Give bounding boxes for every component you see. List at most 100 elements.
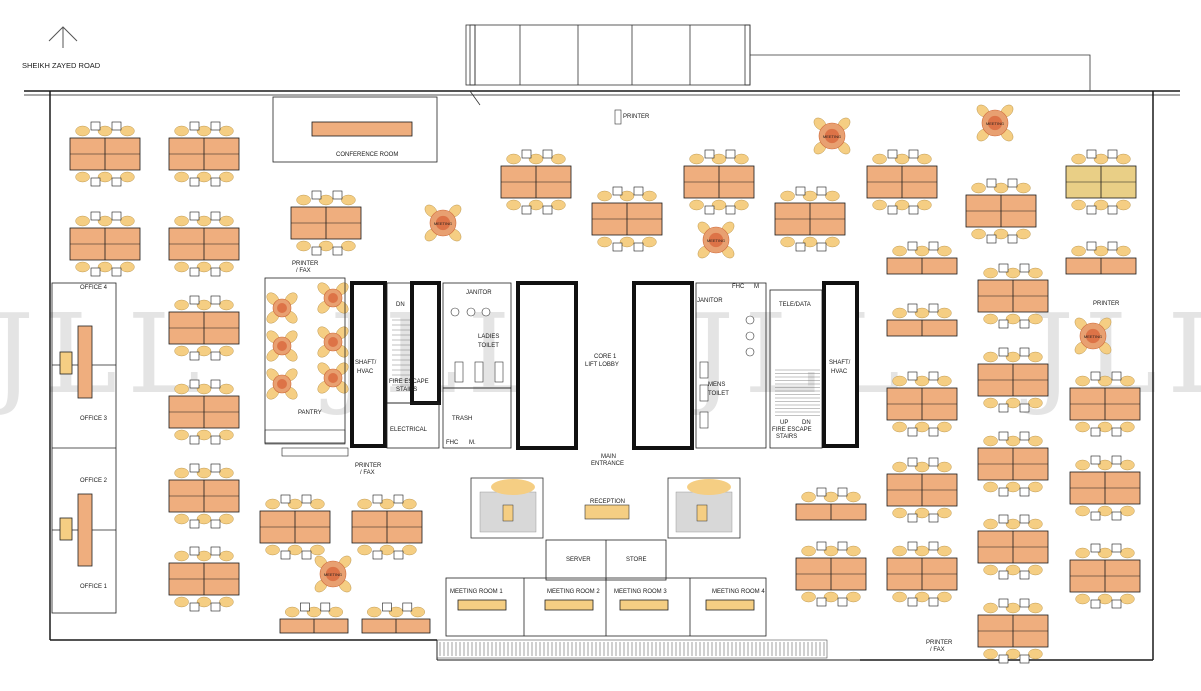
office-4-label: OFFICE 4 bbox=[80, 285, 108, 291]
monitor-box bbox=[332, 190, 343, 200]
chair bbox=[892, 307, 907, 319]
chair bbox=[937, 375, 952, 387]
chair bbox=[219, 383, 234, 395]
workstation-cluster bbox=[1065, 149, 1137, 215]
monitor-box bbox=[725, 149, 736, 159]
chair bbox=[196, 261, 212, 273]
workstation-cluster bbox=[977, 431, 1049, 497]
chair bbox=[1028, 564, 1043, 576]
chair bbox=[296, 194, 311, 206]
pod-label: MEETING bbox=[823, 134, 841, 139]
printer-fax-bottom-label: PRINTER bbox=[926, 640, 953, 646]
conference-room-label: CONFERENCE ROOM bbox=[336, 152, 398, 158]
monitor-box bbox=[210, 435, 221, 445]
workstation-cluster bbox=[168, 121, 240, 187]
monitor-box bbox=[928, 597, 939, 607]
monitor-box bbox=[90, 211, 101, 221]
chair bbox=[597, 236, 612, 248]
mens-toilet-label: TOILET bbox=[708, 391, 729, 397]
server-store bbox=[545, 539, 667, 581]
workstation-cluster bbox=[168, 211, 240, 277]
office-3-label: OFFICE 3 bbox=[80, 416, 108, 422]
monitor-box bbox=[1090, 371, 1101, 381]
tele-data-label: TELE/DATA bbox=[779, 302, 811, 308]
chair bbox=[917, 153, 932, 165]
chair bbox=[983, 313, 998, 325]
chair bbox=[892, 245, 907, 257]
monitor-box bbox=[372, 550, 383, 560]
monitor-box bbox=[837, 541, 848, 551]
monitor-box bbox=[210, 379, 221, 389]
chair bbox=[219, 550, 234, 562]
monitor-box bbox=[189, 379, 200, 389]
fire-escape-left-label: STAIRS bbox=[396, 387, 417, 393]
trash-label: TRASH bbox=[452, 416, 472, 422]
chair bbox=[1016, 182, 1031, 194]
monitor-box bbox=[402, 602, 413, 612]
printer-fax-mid-label: / FAX bbox=[360, 470, 375, 476]
meeting-pod: MEETING bbox=[813, 117, 851, 155]
monitor-box bbox=[907, 457, 918, 467]
monitor-box bbox=[998, 319, 1009, 329]
monitor-box bbox=[210, 519, 221, 529]
monitor-box bbox=[907, 427, 918, 437]
meeting-pod: MEETING bbox=[697, 221, 735, 259]
chair bbox=[937, 591, 952, 603]
chair bbox=[801, 545, 816, 557]
round-table-center bbox=[1085, 328, 1101, 344]
fhc-left-label: FHC bbox=[446, 440, 459, 446]
chair bbox=[917, 199, 932, 211]
chair bbox=[1005, 518, 1021, 530]
chair bbox=[1097, 593, 1113, 605]
monitor-box bbox=[1107, 241, 1118, 251]
round-table-center bbox=[277, 303, 287, 313]
workstation-cluster bbox=[259, 494, 331, 560]
pod-label: MEETING bbox=[324, 572, 342, 577]
chair bbox=[97, 171, 113, 183]
monitor-box bbox=[280, 494, 291, 504]
monitor-box bbox=[1019, 598, 1030, 608]
chair bbox=[914, 591, 930, 603]
chair bbox=[1005, 435, 1021, 447]
chair bbox=[894, 153, 910, 165]
janitor-left-label: JANITOR bbox=[466, 290, 492, 296]
stairs bbox=[392, 319, 820, 416]
printer-fax-bottom-label: / FAX bbox=[930, 647, 945, 653]
chair bbox=[983, 435, 998, 447]
chair bbox=[219, 513, 234, 525]
meeting-room-3-label: MEETING ROOM 3 bbox=[614, 589, 667, 595]
m-left-label: M. bbox=[469, 440, 476, 446]
workstation-cluster bbox=[977, 598, 1049, 664]
chair bbox=[196, 596, 212, 608]
monitor-box bbox=[1086, 241, 1097, 251]
chair bbox=[318, 194, 334, 206]
chair bbox=[196, 215, 212, 227]
chair bbox=[174, 299, 189, 311]
round-table-center bbox=[435, 215, 451, 231]
chair bbox=[1071, 245, 1086, 257]
chair bbox=[306, 606, 322, 618]
chair bbox=[914, 507, 930, 519]
workstation-cluster bbox=[965, 178, 1037, 244]
workstation-cluster bbox=[1069, 543, 1141, 609]
monitor-box bbox=[907, 541, 918, 551]
chair bbox=[402, 544, 417, 556]
workstation-cluster bbox=[1069, 371, 1141, 437]
chair bbox=[196, 513, 212, 525]
monitor-box bbox=[816, 186, 827, 196]
monitor-box bbox=[521, 149, 532, 159]
chair bbox=[174, 125, 189, 137]
chair bbox=[780, 190, 795, 202]
monitor-box bbox=[311, 246, 322, 256]
chair bbox=[1116, 153, 1131, 165]
chair bbox=[219, 345, 234, 357]
chair bbox=[1075, 459, 1090, 471]
meeting-pod: MEETING bbox=[976, 104, 1014, 142]
monitor-box bbox=[1107, 205, 1118, 215]
chair bbox=[983, 267, 998, 279]
chair bbox=[219, 261, 234, 273]
chair bbox=[937, 507, 952, 519]
chair bbox=[75, 261, 90, 273]
dn-right-label: DN bbox=[802, 420, 811, 426]
